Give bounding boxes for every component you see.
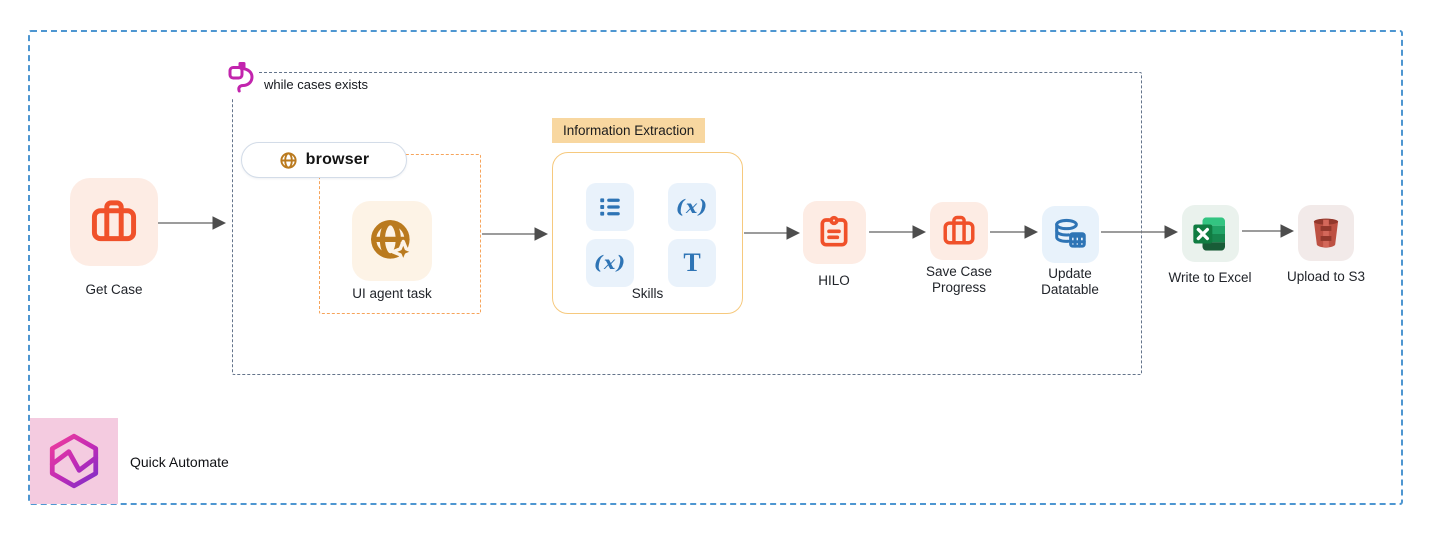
while-loop-container[interactable] (232, 72, 1142, 375)
loop-icon (224, 60, 258, 98)
globe-icon (279, 151, 298, 170)
node-write-to-excel[interactable]: Write to Excel (1145, 205, 1275, 286)
skills-label: Skills (631, 286, 664, 301)
globe-sparkle-icon[interactable] (352, 201, 432, 281)
node-update-datatable[interactable]: Update Datatable (1005, 206, 1135, 299)
workflow-boundary (28, 30, 1403, 505)
s3-bucket-icon[interactable] (1298, 205, 1354, 261)
node-upload-to-s3[interactable]: Upload to S3 (1261, 205, 1391, 285)
skills-group[interactable]: (x) (x) T Skills (552, 152, 743, 314)
function-icon[interactable]: (x) (668, 183, 716, 231)
function-glyph: (x) (593, 252, 627, 274)
node-label: Save Case Progress (925, 264, 993, 296)
excel-icon[interactable] (1181, 205, 1239, 262)
node-save-case-progress[interactable]: Save Case Progress (894, 202, 1024, 297)
list-icon[interactable] (586, 183, 634, 231)
browser-label: browser (305, 151, 370, 168)
quick-automate-logo (30, 418, 118, 504)
node-ui-agent-task[interactable]: UI agent task (327, 201, 457, 302)
browser-pill[interactable]: browser (241, 142, 407, 178)
node-label: Upload to S3 (1286, 269, 1366, 284)
node-label: Write to Excel (1168, 270, 1252, 285)
node-label: Update Datatable (1041, 266, 1099, 298)
database-table-icon[interactable] (1041, 206, 1099, 263)
briefcase-icon[interactable] (930, 202, 988, 260)
node-label: UI agent task (352, 286, 432, 301)
while-loop-label: while cases exists (264, 77, 369, 92)
node-label: Get Case (85, 282, 143, 297)
information-extraction-tag: Information Extraction (552, 118, 706, 143)
node-get-case[interactable]: Get Case (49, 178, 179, 298)
text-glyph: T (683, 248, 701, 277)
function-icon[interactable]: (x) (586, 239, 634, 287)
clipboard-icon[interactable] (802, 201, 866, 264)
function-glyph: (x) (675, 196, 709, 218)
briefcase-icon[interactable] (70, 178, 158, 266)
node-hilo[interactable]: HILO (769, 201, 899, 289)
brand-name: Quick Automate (130, 454, 229, 470)
text-tool-icon[interactable]: T (668, 239, 716, 287)
node-label: HILO (818, 273, 850, 288)
